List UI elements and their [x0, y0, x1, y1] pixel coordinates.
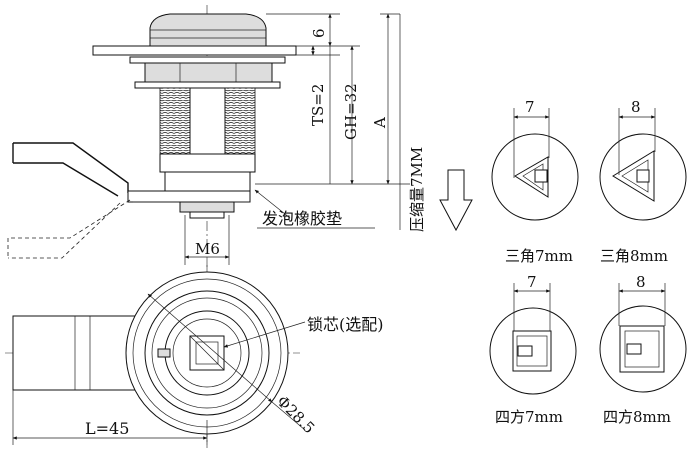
gh-dimension: GH=32 [342, 83, 360, 140]
hex-nut [144, 62, 273, 83]
key-width-label: 7 [527, 273, 537, 291]
side-view: M6 6 TS=2 GH=32 A 压缩量7MM 发泡橡胶垫 [7, 5, 473, 270]
key-name-label: 三角7mm [505, 247, 573, 265]
diameter-dimension: Φ28.5 [273, 392, 318, 437]
key-name-label: 四方8mm [603, 408, 671, 426]
screw-head [179, 201, 235, 213]
compression-note: 压缩量7MM [408, 147, 426, 232]
key-name-label: 四方7mm [495, 408, 563, 426]
cam-bar [127, 190, 251, 203]
key-variant-triangle-8: 8 三角8mm [599, 98, 687, 265]
key-name-label: 三角8mm [600, 247, 668, 265]
key-width-label: 8 [636, 273, 646, 291]
front-view: Φ28.5 锁芯(选配) L=45 [5, 265, 384, 448]
ts-dimension: TS=2 [309, 84, 327, 126]
key-variants: 7 三角7mm 8 三角8mm 7 四方7mm [489, 98, 687, 426]
length-dimension: L=45 [85, 419, 129, 438]
key-width-label: 7 [525, 98, 535, 116]
panel-plate [92, 45, 297, 56]
key-variant-square-8: 8 四方8mm [599, 273, 687, 426]
gasket-label: 发泡橡胶垫 [262, 209, 342, 228]
a-dimension: A [371, 117, 389, 129]
key-width-label: 8 [631, 98, 641, 116]
washer [129, 56, 286, 64]
cap-height-dimension: 6 [310, 28, 328, 38]
compression-arrow-icon [439, 169, 473, 232]
cam-arm [13, 142, 129, 193]
key-variant-triangle-7: 7 三角7mm [491, 98, 579, 265]
cam-alt-position [8, 199, 131, 239]
thread-dimension: M6 [195, 240, 220, 258]
core-label: 锁芯(选配) [307, 315, 384, 334]
key-variant-square-7: 7 四方7mm [489, 273, 577, 426]
